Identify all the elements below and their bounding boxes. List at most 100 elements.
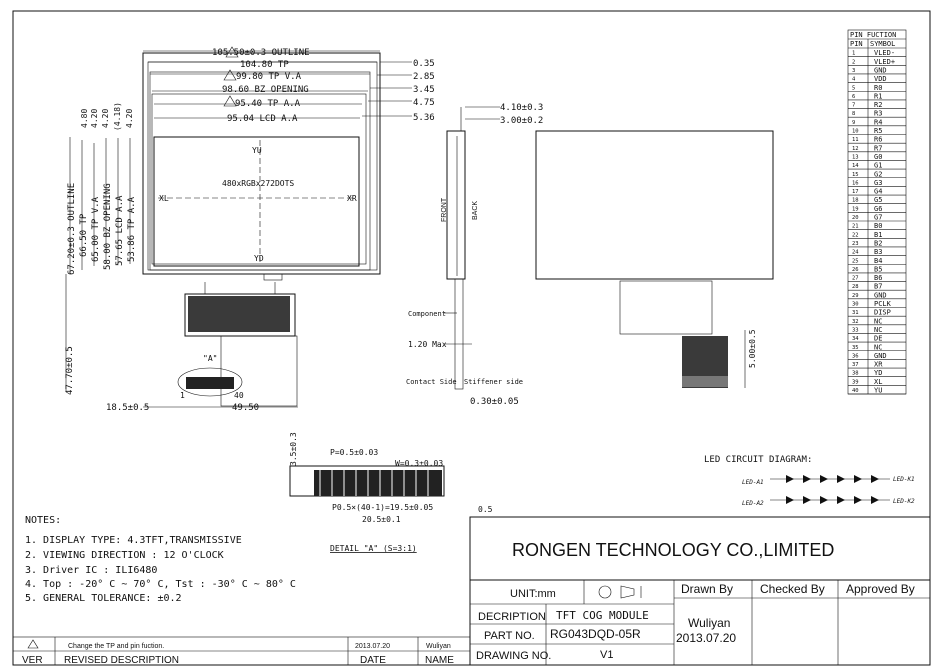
dim-total-pitch: P0.5×(40-1)=19.5±0.05 xyxy=(332,503,433,512)
dim-285: 2.85 xyxy=(413,72,435,82)
led-diode-icon xyxy=(786,475,879,504)
detail-caption: DETAIL "A" (S=3:1) xyxy=(330,544,417,553)
dim-width: W=0.3±0.03 xyxy=(395,459,443,468)
pin-number: 35 xyxy=(852,345,859,351)
label-back: BACK xyxy=(472,201,479,220)
unit-label: UNIT:mm xyxy=(510,588,556,600)
pin-number: 12 xyxy=(852,146,859,152)
pin-number: 7 xyxy=(852,103,855,109)
pin-symbol: B7 xyxy=(874,283,882,291)
fpc-contacts xyxy=(186,377,234,389)
revision-name: Wuliyan xyxy=(426,643,451,650)
note-3: 3. Driver IC : ILI6480 xyxy=(25,565,157,576)
pin-number: 26 xyxy=(852,267,859,273)
pin-symbol: G4 xyxy=(874,188,882,196)
pin-symbol: B4 xyxy=(874,257,882,265)
dim-tp-width: 104.80 TP xyxy=(240,60,289,70)
label-contact-side: Contact Side xyxy=(406,378,457,386)
pin-1-label: 1 xyxy=(180,391,185,400)
pin-symbol: GND xyxy=(874,352,887,360)
pin-symbol: R5 xyxy=(874,127,882,135)
note-1: 1. DISPLAY TYPE: 4.3TFT,TRANSMISSIVE xyxy=(25,535,242,546)
checked-by-label: Checked By xyxy=(760,582,825,596)
fpc-components xyxy=(188,296,290,332)
pin-symbol: NC xyxy=(874,326,882,334)
note-5: 5. GENERAL TOLERANCE: ±0.2 xyxy=(25,593,182,604)
led-circuit: LED CIRCUIT DIAGRAM: LED-A1 LED-A2 LED-K… xyxy=(704,455,915,507)
dim-outline-height: 67.20±0.3 OUTLINE xyxy=(67,183,77,275)
pin-number: 32 xyxy=(852,319,859,325)
pin-symbol: GND xyxy=(874,291,887,299)
pin-number: 2 xyxy=(852,59,855,65)
pin-number: 34 xyxy=(852,336,859,342)
dim-fpc-length: 47.70±0.5 xyxy=(65,346,75,395)
pin-symbol: B0 xyxy=(874,222,882,230)
dim-4950: 49.50 xyxy=(232,403,259,413)
pin-symbol: G0 xyxy=(874,153,882,161)
pin-number: 39 xyxy=(852,379,859,385)
label-stiffener-side: Stiffener side xyxy=(464,378,523,386)
drawer-name: Wuliyan xyxy=(688,616,730,630)
pin-symbol: XR xyxy=(874,361,883,369)
dim-thickness-total: 4.10±0.3 xyxy=(500,103,543,113)
module-outline xyxy=(142,52,381,275)
pin-number: 4 xyxy=(852,77,856,83)
dim-outline-width: 105.50±0.3 OUTLINE xyxy=(212,48,310,58)
pin-symbol: B1 xyxy=(874,231,882,239)
dim-fpc-width: 20.5±0.1 xyxy=(362,515,401,524)
dim-bz-height: 58.00 BZ OPENING xyxy=(103,183,113,270)
pin-symbol: DE xyxy=(874,335,882,343)
pin-symbol: NC xyxy=(874,317,882,325)
active-area xyxy=(153,136,360,267)
resolution-label: 480xRGBx272DOTS xyxy=(222,179,294,188)
dim-480: 4.80 xyxy=(80,109,89,128)
pin-symbol: B6 xyxy=(874,274,882,282)
pin-number: 3 xyxy=(852,68,855,74)
dim-tpva-width: 99.80 TP V.A xyxy=(236,72,302,82)
front-view: 105.50±0.3 OUTLINE 104.80 TP 99.80 TP V.… xyxy=(65,46,435,413)
dim-lcdaa-height: 57.65 LCD A.A xyxy=(115,195,125,266)
pin-number: 16 xyxy=(852,180,859,186)
part-no-value: RG043DQD-05R xyxy=(550,627,641,641)
revision-text: Change the TP and pin fuction. xyxy=(68,643,164,650)
pin-number: 8 xyxy=(852,111,855,117)
pin-symbol: B2 xyxy=(874,239,882,247)
pin-number: 15 xyxy=(852,172,859,178)
pin-number: 10 xyxy=(852,129,859,135)
pin-symbol: YD xyxy=(874,369,882,377)
pin-number: 21 xyxy=(852,224,859,230)
pin-number: 23 xyxy=(852,241,859,247)
pin-symbol: VDD xyxy=(874,75,887,83)
drawing-no-label: DRAWING NO. xyxy=(476,650,551,662)
led-k1: LED-K1 xyxy=(893,476,915,483)
pin-symbol: G7 xyxy=(874,214,882,222)
dim-420c: 4.20 xyxy=(125,109,134,128)
dim-tpva-height: 65.00 TP V.A xyxy=(91,196,101,262)
part-no-label: PART NO. xyxy=(484,630,535,642)
label-xr: XR xyxy=(347,194,357,203)
pin-symbol: PCLK xyxy=(874,300,892,308)
notes-title: NOTES: xyxy=(25,515,61,526)
pin-number: 19 xyxy=(852,206,859,212)
pin-number: 31 xyxy=(852,310,859,316)
dim-345: 3.45 xyxy=(413,85,435,95)
pin-number: 1 xyxy=(852,51,855,57)
pin-number: 14 xyxy=(852,163,859,169)
drawn-date: 2013.07.20 xyxy=(676,631,736,645)
detail-a-circle xyxy=(177,367,243,397)
pin-symbol: NC xyxy=(874,343,882,351)
note-2: 2. VIEWING DIRECTION : 12 O'CLOCK xyxy=(25,550,224,561)
header-desc: REVISED DESCRIPTION xyxy=(64,655,179,666)
label-yd: YD xyxy=(254,254,264,263)
pin-symbol: R7 xyxy=(874,144,882,152)
dim-420a: 4.20 xyxy=(90,109,99,128)
symbol-col-header: SYMBOL xyxy=(870,40,895,48)
pin-number: 33 xyxy=(852,327,859,333)
pin-40-label: 40 xyxy=(234,391,244,400)
pin-number: 11 xyxy=(852,137,859,143)
dim-185: 18.5±0.5 xyxy=(106,403,149,413)
pin-symbol: G1 xyxy=(874,162,882,170)
